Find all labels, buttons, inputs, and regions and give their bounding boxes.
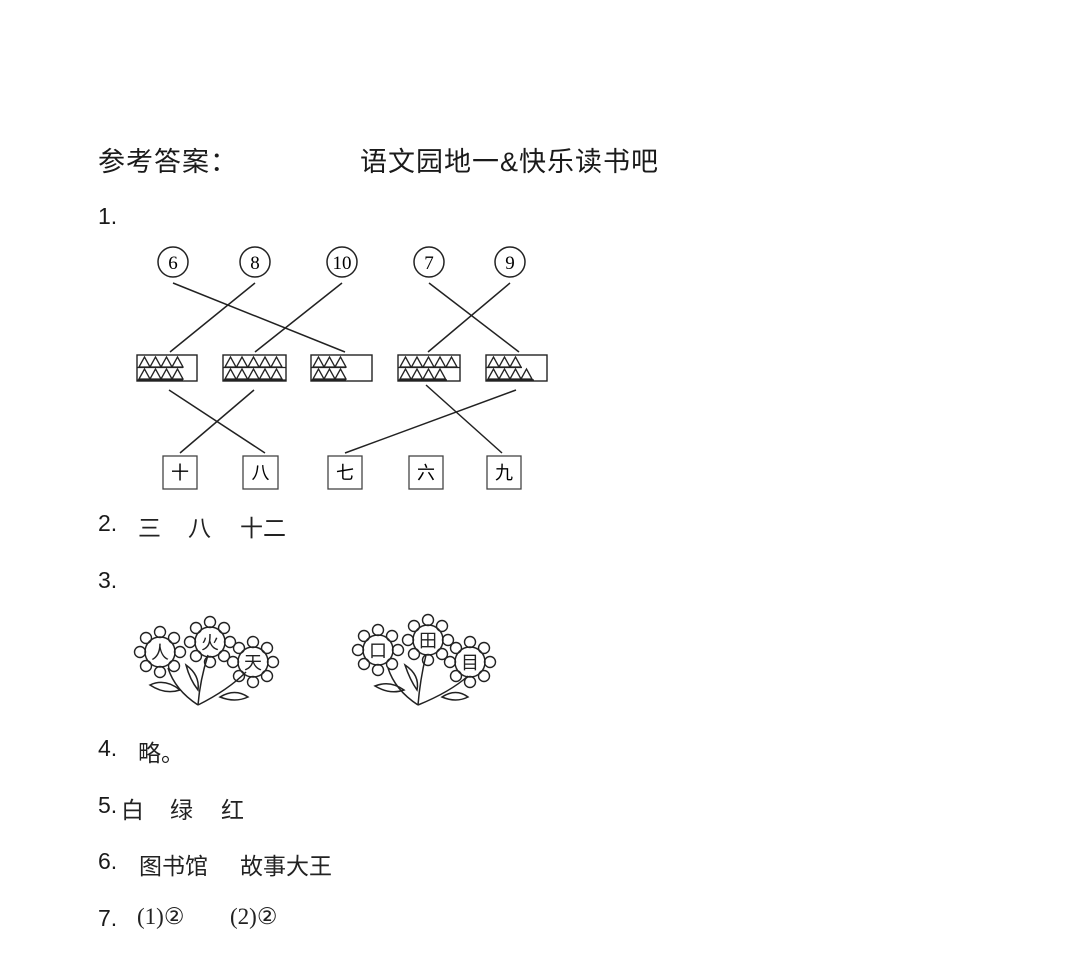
svg-text:七: 七 — [336, 463, 354, 484]
triangle-box-5 — [485, 354, 548, 382]
triangle-box-3 — [310, 354, 373, 382]
triangle-box-4 — [397, 354, 461, 382]
svg-text:8: 8 — [250, 253, 260, 274]
numeral-box-ba: 八 — [242, 455, 279, 490]
question-5-number: 5. — [98, 792, 118, 818]
triangle-box-2 — [222, 354, 287, 382]
number-circle-8: 8 — [239, 246, 271, 278]
flower-char: 人 — [151, 643, 169, 664]
question-7-number: 7. — [98, 905, 118, 931]
flower-mu — [443, 635, 497, 689]
numeral-box-jiu: 九 — [486, 455, 522, 490]
flower-char: 田 — [419, 631, 437, 652]
question-5-answer-2: 绿 — [170, 798, 193, 824]
number-circle-10: 10 — [326, 246, 358, 278]
flower-ren — [133, 625, 187, 679]
flower-group-2 — [351, 613, 497, 706]
flower-group-1 — [133, 615, 280, 706]
svg-text:10: 10 — [333, 253, 352, 274]
number-circle-9: 9 — [494, 246, 526, 278]
svg-text:9: 9 — [505, 253, 515, 274]
flower-kou — [351, 623, 405, 677]
question-4-number: 4. — [98, 735, 118, 761]
question-6-answer-1: 图书馆 — [139, 854, 208, 880]
question-5-answer-1: 白 — [121, 798, 144, 824]
svg-text:7: 7 — [424, 253, 434, 274]
flower-char: 天 — [244, 653, 262, 674]
question-5-answer-3: 红 — [221, 798, 244, 824]
question-4-answer: 略。 — [138, 741, 184, 767]
question-6-answer-2: 故事大王 — [240, 854, 332, 880]
page-title: 语文园地一&快乐读书吧 — [360, 147, 660, 177]
flower-char: 口 — [369, 641, 387, 662]
svg-text:6: 6 — [168, 253, 178, 274]
svg-text:八: 八 — [252, 463, 270, 484]
bottom-match-lines — [168, 384, 517, 454]
flower-char: 目 — [461, 653, 479, 674]
flower-tian — [226, 635, 280, 689]
svg-text:六: 六 — [417, 463, 435, 484]
number-circle-7: 7 — [413, 246, 445, 278]
question-7-answer-1: (1)② — [137, 904, 185, 929]
svg-text:十: 十 — [171, 463, 189, 484]
question-3-number: 3. — [98, 567, 118, 593]
question-2-answer-1: 三 — [138, 516, 161, 542]
flower-huo — [183, 615, 237, 669]
flower-char: 火 — [201, 633, 219, 654]
svg-text:九: 九 — [495, 463, 513, 484]
question-1-number: 1. — [98, 203, 118, 229]
question-2-number: 2. — [98, 510, 118, 536]
question-6-number: 6. — [98, 848, 118, 874]
triangle-box-1 — [136, 354, 198, 382]
numeral-box-qi: 七 — [327, 455, 363, 490]
numeral-box-liu: 六 — [408, 455, 444, 490]
question-2-answer-2: 八 — [188, 516, 211, 542]
numeral-box-shi: 十 — [162, 455, 198, 490]
flower-tian-field — [401, 613, 455, 667]
question-7-answer-2: (2)② — [230, 904, 278, 929]
question-2-answer-3: 十二 — [240, 516, 286, 542]
answer-key-label: 参考答案： — [98, 147, 238, 177]
number-circle-6: 6 — [157, 246, 189, 278]
top-match-lines — [169, 282, 520, 353]
